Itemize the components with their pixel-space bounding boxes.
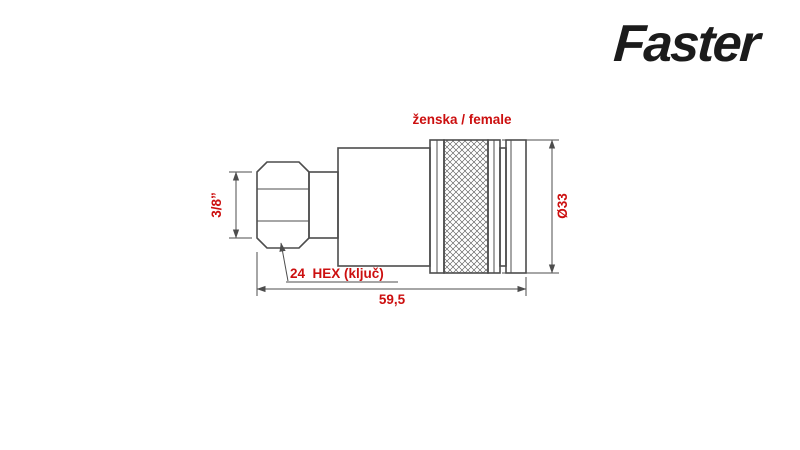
length-label: 59,5: [379, 292, 406, 307]
knurl-pattern-area: [444, 140, 488, 273]
dimensions: 3/8” 59,5 Ø33 24 HEX (ključ) ženska / fe…: [209, 112, 570, 307]
coupler-part: [256, 139, 527, 274]
diameter-label: Ø33: [555, 193, 570, 219]
end-cap: [505, 139, 527, 274]
ring-groove: [499, 147, 507, 267]
thread-size-label: 3/8”: [209, 192, 224, 218]
hex-size-label: 24 HEX (ključ): [290, 266, 384, 281]
hex-nut-outline: [256, 161, 310, 249]
coupler-body: [337, 147, 431, 267]
gender-label: ženska / female: [412, 112, 512, 127]
hex-leader-arrow: [279, 242, 289, 282]
neck-section: [308, 171, 339, 239]
